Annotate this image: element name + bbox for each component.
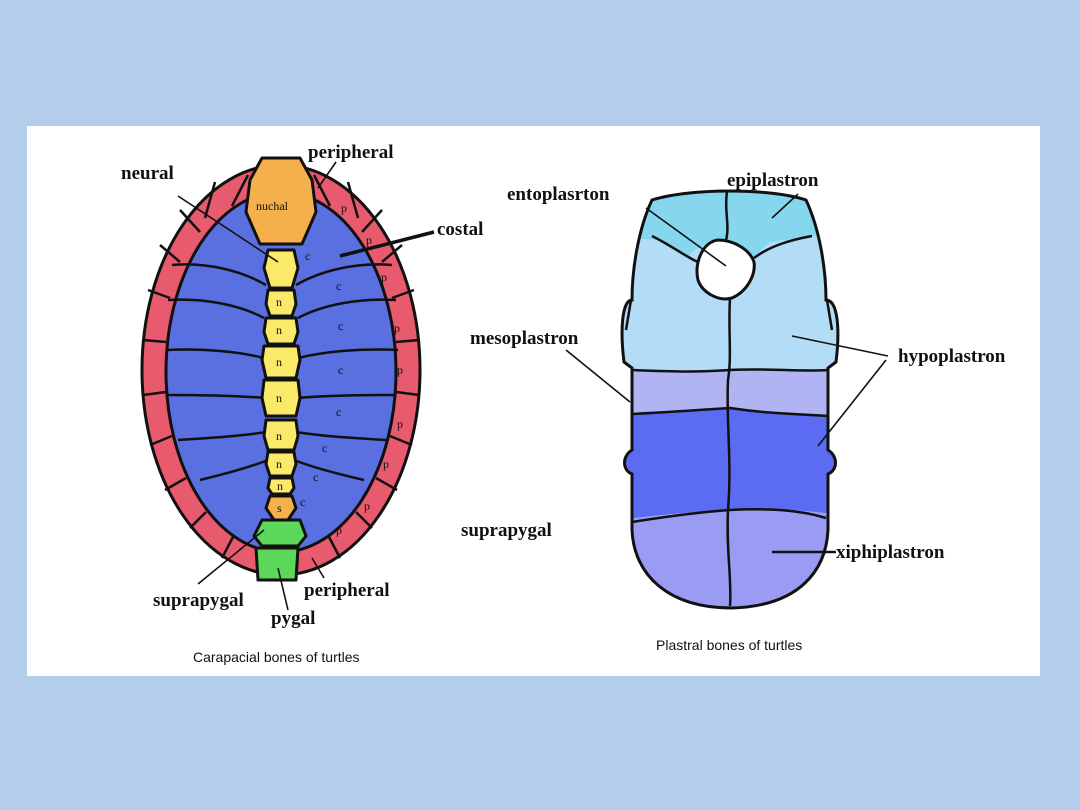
peripheral-mark-2: p (366, 233, 372, 247)
neural-mark-4: n (276, 391, 282, 405)
neural-leader (177, 195, 279, 263)
entoplastron-label: entoplasrton (507, 184, 610, 205)
s-mark: s (277, 501, 282, 515)
neural-mark-2: n (276, 323, 282, 337)
costal-mark-2: c (336, 279, 341, 293)
plastron-sutures (631, 191, 829, 607)
hypoplastron-leader-upper (791, 335, 889, 357)
pygal-bone (254, 546, 300, 582)
costal-leader (339, 230, 435, 258)
peripheral-mark-5: p (397, 363, 403, 377)
costal-mark-4: c (338, 363, 343, 377)
costal-mark-7: c (313, 470, 318, 484)
peripheral-mark-1: p (341, 201, 347, 215)
neural-bones (260, 248, 302, 496)
hypoplastron-label: hypoplastron (898, 346, 1006, 367)
peripheral-mark-6: p (397, 417, 403, 431)
costal-label: costal (437, 219, 483, 240)
costal-mark-1: c (305, 249, 310, 263)
left-notch (624, 299, 633, 331)
neural-mark-1: n (276, 295, 282, 309)
peripheral-top-label: peripheral (308, 142, 394, 163)
peripheral-mark-4: p (394, 321, 400, 335)
plastron-diagram: entoplasrton epiplastron mesoplastron hy… (461, 170, 1006, 653)
peripheral-mark-8: p (364, 499, 370, 513)
peripheral-bottom-leader (311, 557, 325, 579)
hypoplastron-leader-lower (817, 359, 887, 447)
costal-mark-5: c (336, 405, 341, 419)
peripheral-top-leader (317, 161, 337, 189)
mesoplastron-leader (565, 349, 631, 403)
peripheral-bottom-label: peripheral (304, 580, 390, 601)
nuchal-mark: nuchal (256, 199, 289, 213)
neural-mark-5: n (276, 429, 282, 443)
right-notch (825, 299, 834, 331)
pygal-leader (277, 567, 289, 611)
neural-mark-7: n (277, 479, 283, 493)
plastron-caption: Plastral bones of turtles (656, 637, 802, 653)
mesoplastron-region (622, 368, 838, 416)
costal-mark-3: c (338, 319, 343, 333)
entoplastron-leader (645, 207, 727, 267)
mesoplastron-label: mesoplastron (470, 328, 579, 349)
suprapygal-plastron-label: suprapygal (461, 520, 552, 541)
costal-mark-6: c (322, 441, 327, 455)
peripheral-mark-3: p (381, 270, 387, 284)
carapace-diagram: nuchal p p p p p p p p p c c c c c c c c… (121, 142, 483, 665)
neural-mark-3: n (276, 355, 282, 369)
xiphiplastron-label: xiphiplastron (836, 542, 945, 563)
costal-sutures (165, 263, 399, 482)
peripheral-mark-7: p (383, 457, 389, 471)
neural-mark-6: n (276, 457, 282, 471)
neural-label: neural (121, 163, 174, 184)
peripheral-mark-9: p (336, 523, 342, 537)
suprapygal-carapace-label: suprapygal (153, 590, 244, 611)
epiplastron-label: epiplastron (727, 170, 819, 191)
epiplastron-leader (771, 193, 799, 219)
nuchal-bone (244, 156, 318, 246)
suprapygal-bone (252, 518, 308, 548)
suprapygal-leader (197, 529, 265, 585)
costal-mark-8: c (300, 495, 305, 509)
pygal-label: pygal (271, 608, 315, 629)
plastron-outline (620, 189, 840, 610)
peripheral-sutures (142, 174, 420, 559)
carapace-caption: Carapacial bones of turtles (193, 649, 360, 665)
epiplastron-region (622, 191, 838, 258)
